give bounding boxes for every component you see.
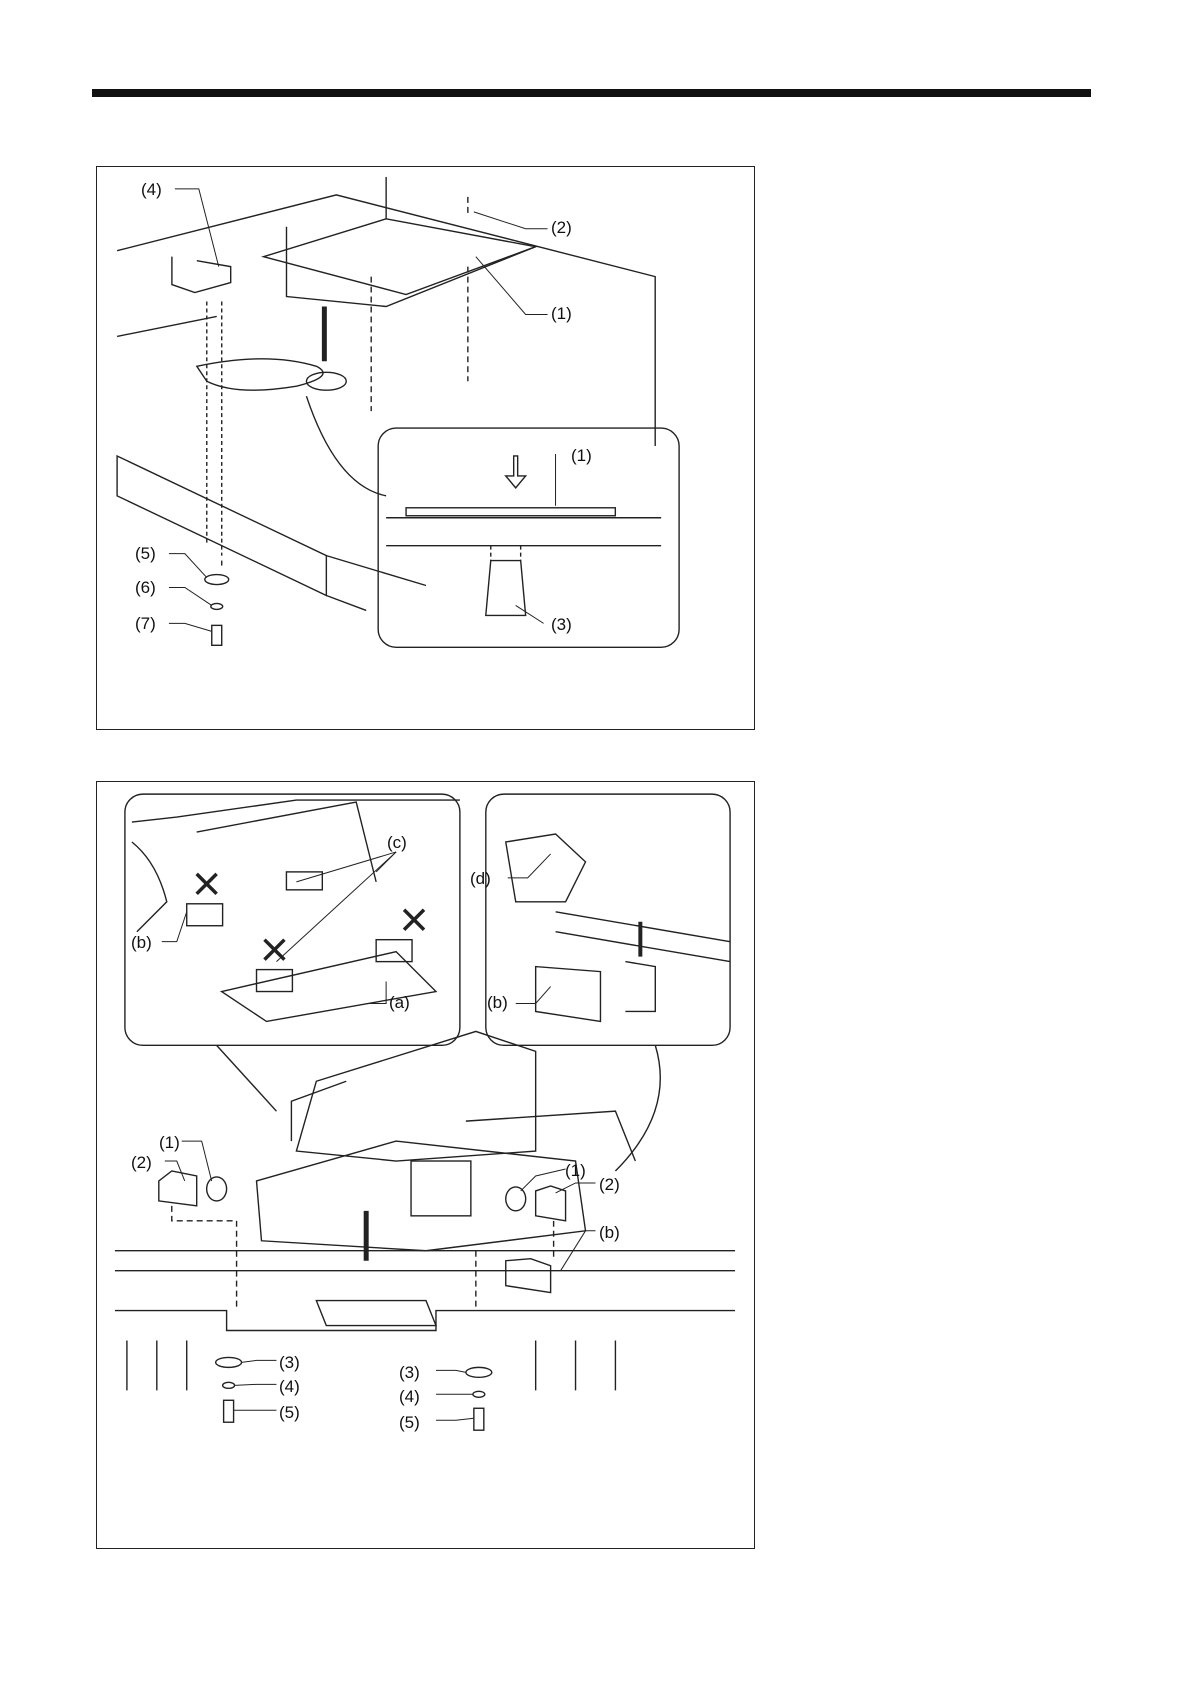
label-4: (4)	[141, 181, 162, 199]
label-3-right: (3)	[399, 1364, 420, 1382]
label-d: (d)	[470, 870, 491, 888]
label-b-right: (b)	[487, 994, 508, 1012]
label-a: (a)	[389, 994, 410, 1012]
label-5-left: (5)	[279, 1404, 300, 1422]
label-2-right: (2)	[599, 1176, 620, 1194]
label-1-right: (1)	[565, 1162, 586, 1180]
figure-2-illustration	[97, 782, 754, 1548]
label-4-right: (4)	[399, 1388, 420, 1406]
figure-table-plate-installation: (4) (2) (1) (1) (3) (5) (6) (7)	[96, 166, 755, 730]
figure-machine-head-installation: (c) (b) (a) (d) (b) (1) (2) (1) (2) (b) …	[96, 781, 755, 1549]
label-7: (7)	[135, 615, 156, 633]
label-1-left: (1)	[159, 1134, 180, 1152]
label-1-detail: (1)	[571, 447, 592, 465]
label-b-table: (b)	[599, 1224, 620, 1242]
label-b-left: (b)	[131, 934, 152, 952]
label-2: (2)	[551, 219, 572, 237]
label-4-left: (4)	[279, 1378, 300, 1396]
label-3: (3)	[551, 616, 572, 634]
label-1: (1)	[551, 305, 572, 323]
header-rule	[92, 89, 1091, 97]
label-c: (c)	[387, 834, 407, 852]
label-2-left: (2)	[131, 1154, 152, 1172]
label-3-left: (3)	[279, 1354, 300, 1372]
label-5: (5)	[135, 545, 156, 563]
label-5-right: (5)	[399, 1414, 420, 1432]
figure-1-illustration	[97, 167, 754, 729]
label-6: (6)	[135, 579, 156, 597]
